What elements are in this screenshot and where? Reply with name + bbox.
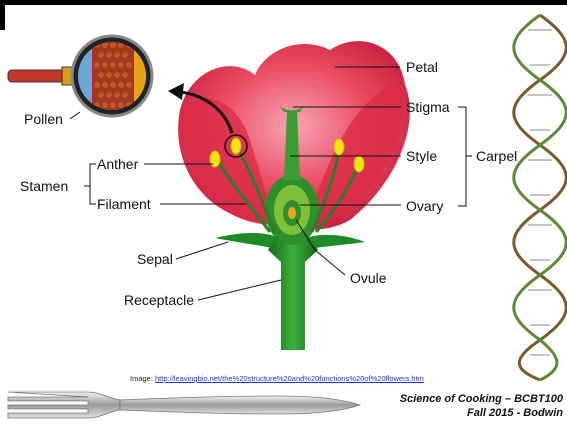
label-anther: Anther	[97, 156, 139, 172]
label-carpel: Carpel	[476, 148, 517, 164]
course-footer: Science of Cooking – BCBT100 Fall 2015 -…	[400, 392, 563, 420]
label-stamen: Stamen	[20, 178, 68, 194]
label-stigma: Stigma	[406, 99, 450, 115]
label-sepal: Sepal	[137, 251, 173, 267]
stem	[268, 239, 318, 350]
left-frame-bar	[0, 0, 5, 30]
fork-icon	[8, 392, 360, 418]
course-title: Science of Cooking – BCBT100	[400, 392, 563, 406]
label-receptacle: Receptacle	[124, 292, 194, 308]
label-ovule: Ovule	[350, 270, 387, 286]
top-frame-bar	[0, 0, 567, 5]
label-ovary: Ovary	[406, 198, 443, 214]
dna-helix-icon	[514, 15, 567, 380]
label-filament: Filament	[97, 196, 151, 212]
course-term: Fall 2015 - Bodwin	[400, 406, 563, 420]
caption-link[interactable]: http://leavingbio.net/the%20structure%20…	[155, 374, 424, 383]
caption-prefix: Image:	[130, 374, 155, 383]
label-petal: Petal	[406, 59, 438, 75]
label-style: Style	[406, 148, 437, 164]
label-pollen: Pollen	[24, 111, 63, 127]
image-caption: Image: http://leavingbio.net/the%20struc…	[130, 374, 424, 383]
